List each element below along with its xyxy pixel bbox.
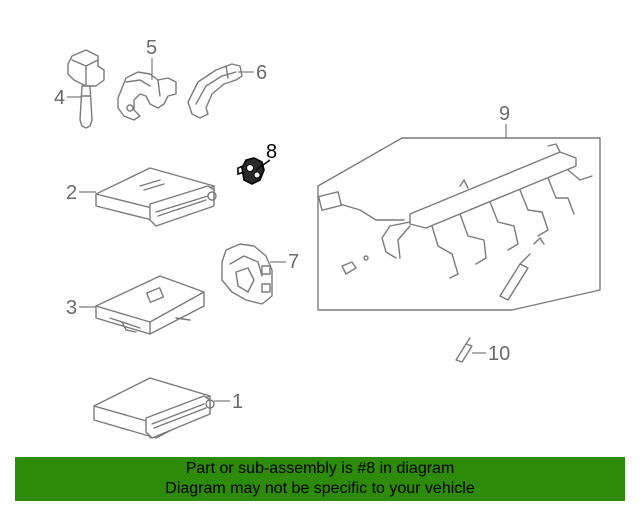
part-7-sensor-housing[interactable] — [221, 243, 273, 305]
callout-3[interactable]: 3 — [66, 297, 96, 319]
svg-text:9: 9 — [499, 103, 510, 125]
part-10-spark-plug[interactable] — [455, 337, 473, 363]
svg-text:1: 1 — [232, 391, 243, 413]
part-2-control-module[interactable] — [95, 167, 217, 227]
part-1-ecu[interactable] — [93, 377, 215, 439]
callout-8[interactable]: 8 — [255, 141, 277, 171]
part-5-bracket[interactable] — [117, 71, 177, 121]
part-3-module[interactable] — [95, 275, 205, 335]
part-4-ignition-coil[interactable] — [67, 49, 105, 129]
callout-4[interactable]: 4 — [54, 87, 82, 109]
svg-text:4: 4 — [54, 87, 65, 109]
info-banner: Part or sub-assembly is #8 in diagram Di… — [15, 457, 625, 501]
svg-text:7: 7 — [288, 251, 299, 273]
callout-5[interactable]: 5 — [146, 37, 157, 80]
svg-text:8: 8 — [266, 141, 277, 163]
part-9-wiring-harness[interactable] — [317, 137, 601, 311]
svg-text:3: 3 — [66, 297, 77, 319]
callout-9[interactable]: 9 — [499, 103, 510, 138]
callout-6[interactable]: 6 — [238, 62, 267, 84]
callout-10[interactable]: 10 — [472, 343, 510, 365]
banner-line-2: Diagram may not be specific to your vehi… — [165, 480, 475, 497]
svg-text:10: 10 — [488, 343, 510, 365]
callout-7[interactable]: 7 — [270, 251, 299, 273]
svg-text:6: 6 — [256, 62, 267, 84]
svg-text:5: 5 — [146, 37, 157, 59]
part-8-sensor[interactable] — [237, 157, 265, 185]
callout-2[interactable]: 2 — [66, 182, 96, 204]
svg-text:2: 2 — [66, 182, 77, 204]
callout-1[interactable]: 1 — [214, 391, 243, 413]
part-6-cover[interactable] — [187, 63, 243, 119]
banner-line-1: Part or sub-assembly is #8 in diagram — [185, 460, 455, 477]
